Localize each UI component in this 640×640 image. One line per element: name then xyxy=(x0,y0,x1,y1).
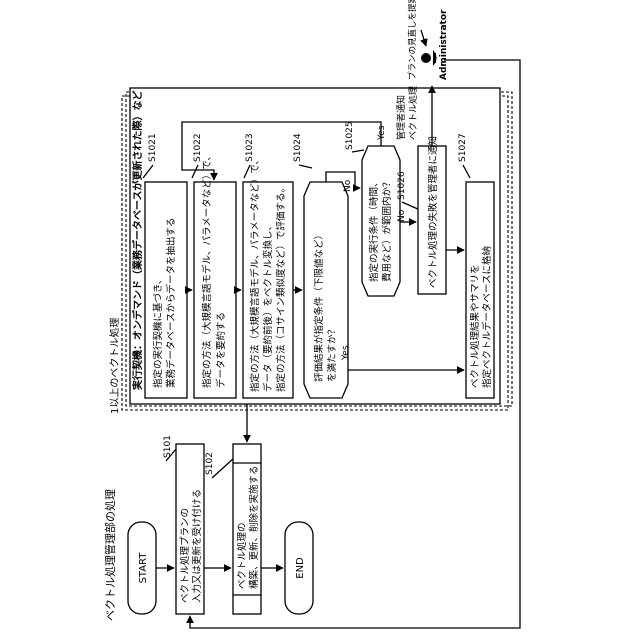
s1021-line2: 業務データベースからデータを抽出する xyxy=(165,217,177,388)
s1023-line1: 指定の方法（大規模言語モデル、パラメータなど）で、 xyxy=(249,155,261,392)
s102-leader xyxy=(212,458,234,478)
s1024-line1: 評価結果が指定条件（下限値など） xyxy=(313,230,325,382)
group-trigger: 実行契機：オンデマンド（業務データベースが更新された際）など xyxy=(131,91,144,391)
s1024-yes: Yes xyxy=(341,345,351,361)
s1024-decision xyxy=(304,182,348,398)
s102-line2: 構築、更新、削除を実施する xyxy=(248,465,260,589)
s1022-line1: 指定の方法（大規模言語モデル、パラメータなど）で、 xyxy=(201,151,213,388)
s1025-yes: Yes xyxy=(377,125,387,141)
administrator-label: Administrator xyxy=(439,9,449,80)
arrow-admin-proposal xyxy=(421,30,426,46)
admin-proposal-1: プランの見直しを提案 xyxy=(407,0,418,80)
s1024-id: S1024 xyxy=(293,133,303,162)
s1022-box xyxy=(194,182,236,398)
s1021-line1: 指定の実行契機に基づき、 xyxy=(152,275,164,388)
s1027-line2: 指定ベクトルデータベースに格納 xyxy=(481,246,493,388)
start-label: START xyxy=(138,552,149,584)
s1025-no: No xyxy=(397,209,407,222)
s1027-id: S1027 xyxy=(458,133,468,162)
s1021-id: S1021 xyxy=(148,133,158,162)
s1024-no: No xyxy=(343,179,353,192)
s1025-decision xyxy=(362,146,400,296)
s1026-line1: ベクトル処理の失敗を管理者に通知 xyxy=(427,136,439,288)
s1027-line1: ベクトル処理結果やサマリを xyxy=(469,264,481,388)
end-label: END xyxy=(295,557,306,579)
s1022-line2: データを要約する xyxy=(215,312,227,388)
s1024-line2: を満たすか？ xyxy=(327,325,338,382)
s102-id: S102 xyxy=(205,452,215,475)
s1025-line2: 費用など）が範囲内か？ xyxy=(381,177,393,282)
s102-line1: ベクトル処理の xyxy=(236,522,248,589)
s1025-line1: 指定の実行条件（時間、 xyxy=(368,177,380,282)
lane-title: ベクトル処理管理部の処理 xyxy=(103,489,117,621)
admin-notify-line1: 管理者通知 xyxy=(395,95,407,140)
s1025-id: S1025 xyxy=(345,121,355,150)
s1023-line2: データ（要約前後）をベクトル変換し、 xyxy=(262,221,274,392)
group-outer-label: 1以上のベクトル処理 xyxy=(108,318,121,414)
s101-line2: 入力又は更新を受け付ける xyxy=(191,489,203,603)
admin-notify-line2: ベクトル処理 xyxy=(407,86,419,140)
s1023-line3: 指定の方法（コサイン類似度など）で評価する。 xyxy=(275,183,287,392)
s1026-id: S1026 xyxy=(397,171,407,200)
administrator-icon xyxy=(421,50,437,66)
s101-line1: ベクトル処理プランの xyxy=(179,508,191,603)
